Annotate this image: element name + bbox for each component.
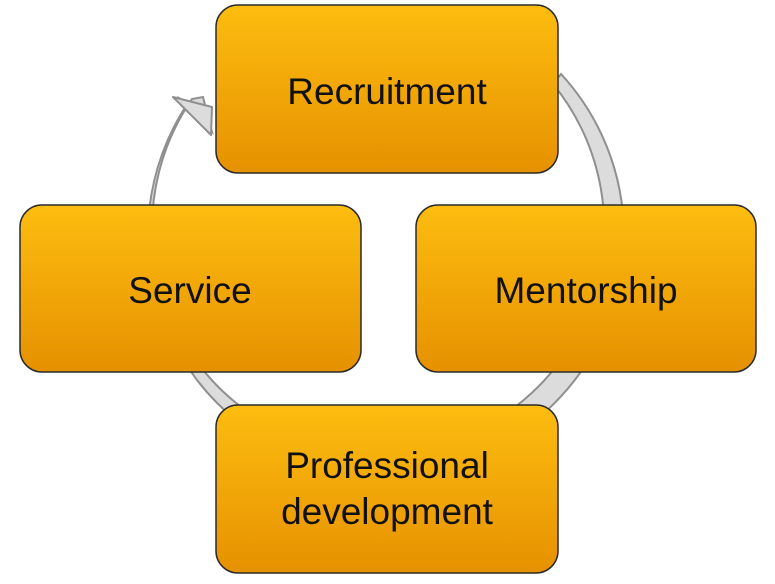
node-service: Service [19,204,362,373]
node-professional-development: Professional development [215,404,559,574]
arrow-head-icon [172,96,213,136]
node-recruitment: Recruitment [215,4,559,174]
node-recruitment-label: Recruitment [287,71,487,112]
node-mentorship-label: Mentorship [494,270,677,311]
node-professional-development-label-line2: development [281,491,494,532]
cycle-arrow [146,72,625,475]
node-service-label: Service [128,270,251,311]
node-mentorship: Mentorship [415,204,757,373]
node-professional-development-label-line1: Professional [285,445,489,486]
